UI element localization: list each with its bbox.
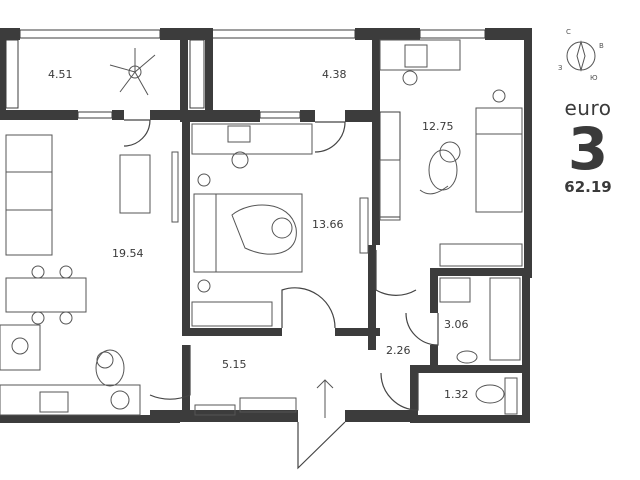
total-area: 62.19 [564, 178, 612, 196]
room-area-balcony-left: 4.51 [48, 68, 73, 81]
compass-west: З [558, 64, 563, 72]
room-area-bedroom-center: 13.66 [312, 218, 344, 231]
furniture [0, 39, 523, 418]
room-area-bedroom-right: 12.75 [422, 120, 454, 133]
doors [123, 119, 439, 470]
compass-south: Ю [590, 74, 598, 82]
room-area-living-kitchen: 19.54 [112, 247, 144, 260]
room-area-hall: 5.15 [222, 358, 247, 371]
room-area-corridor: 2.26 [386, 344, 411, 357]
layout-kind: euro [564, 96, 612, 120]
room-labels: 4.51 4.38 12.75 19.54 13.66 5.15 2.26 3.… [48, 68, 469, 401]
compass-north: С [566, 28, 571, 36]
room-count: 3 [567, 115, 609, 183]
room-area-bathroom: 3.06 [444, 318, 469, 331]
compass-rose: С В З Ю [558, 28, 604, 82]
compass-icon [566, 40, 596, 72]
compass-east: В [599, 42, 604, 50]
room-area-toilet: 1.32 [444, 388, 469, 401]
room-area-balcony-right: 4.38 [322, 68, 347, 81]
walls [0, 28, 532, 423]
apartment-summary: euro 3 62.19 [548, 96, 628, 196]
